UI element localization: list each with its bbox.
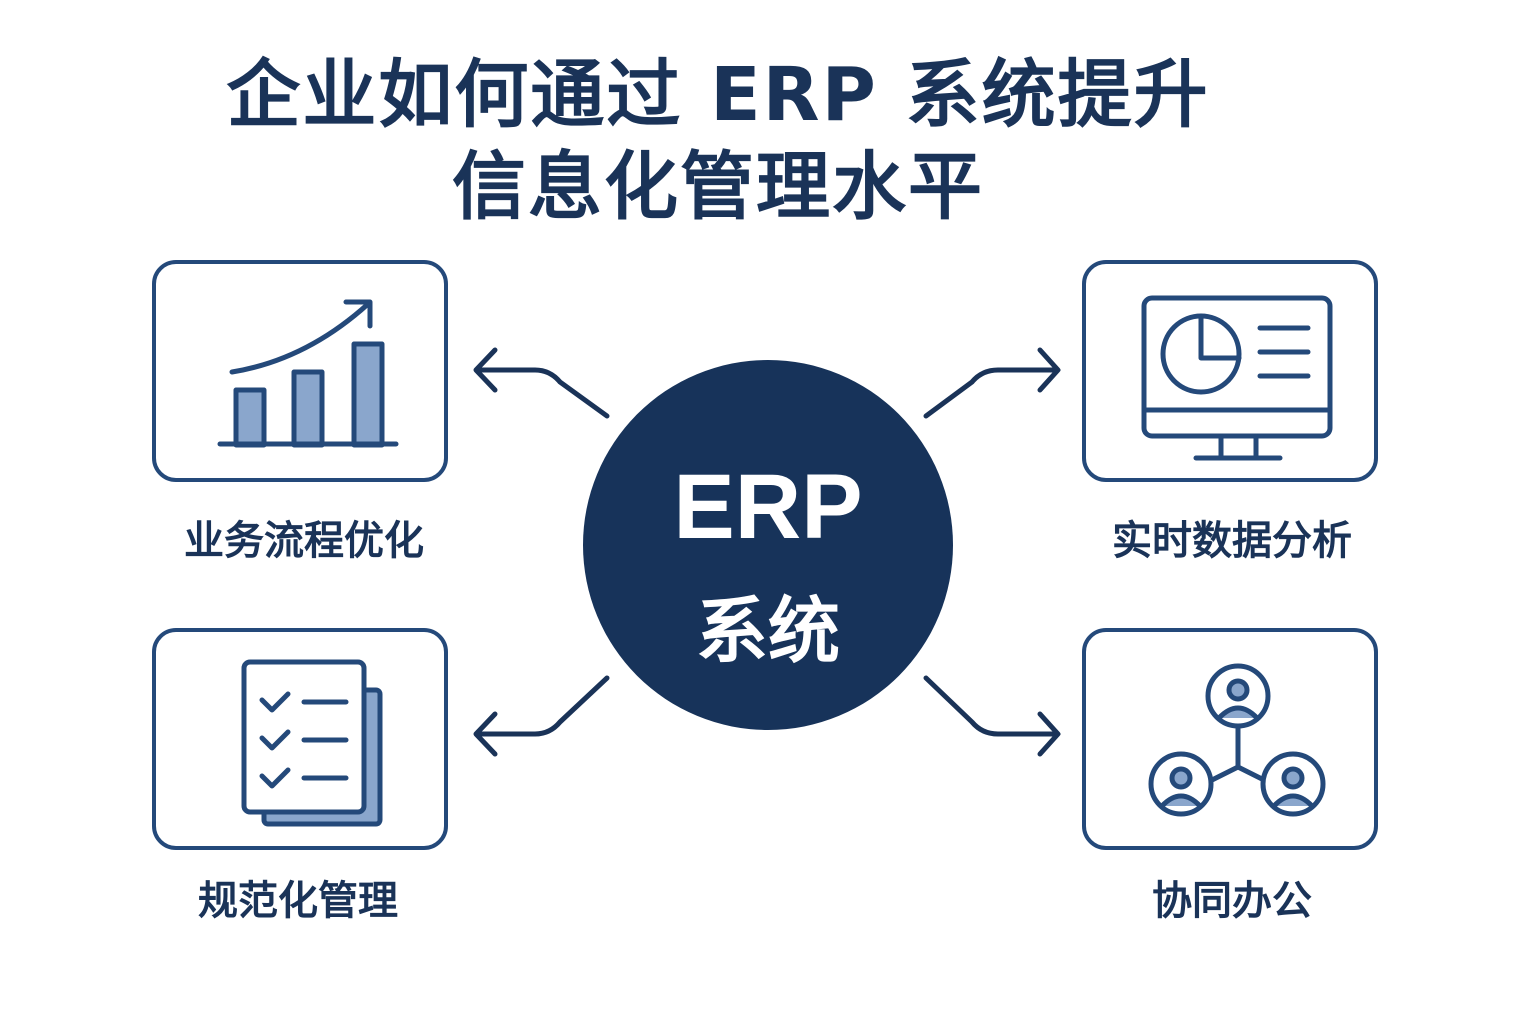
person-left [1148,751,1214,817]
page-title-line-1: 企业如何通过 ERP 系统提升 [226,52,1210,138]
card-realtime-analysis [1082,260,1378,482]
checklist-document-icon [241,659,383,827]
arrow-to-standardized-management [475,675,610,737]
card-collaboration [1082,628,1378,850]
hub-title: ERP [673,456,863,558]
label-collaboration: 协同办公 [1152,878,1312,924]
arrow-to-process-optimization [475,367,610,419]
erp-hub-circle: ERP 系统 [583,360,953,730]
monitor-dashboard-icon [1141,295,1333,461]
person-right [1260,751,1326,817]
label-standardized-management: 规范化管理 [198,878,398,924]
page-title-line-2: 信息化管理水平 [452,144,984,230]
arrow-to-realtime-analysis [923,367,1060,419]
card-process-optimization [152,260,448,482]
hub-subtitle: 系统 [695,589,840,673]
label-process-optimization: 业务流程优化 [184,518,424,564]
label-realtime-analysis: 实时数据分析 [1112,518,1352,564]
team-network-icon [1148,663,1326,817]
arrow-to-collaboration [923,675,1060,737]
person-top [1205,663,1271,729]
bar-chart-growth-icon [217,299,399,448]
card-standardized-management [152,628,448,850]
